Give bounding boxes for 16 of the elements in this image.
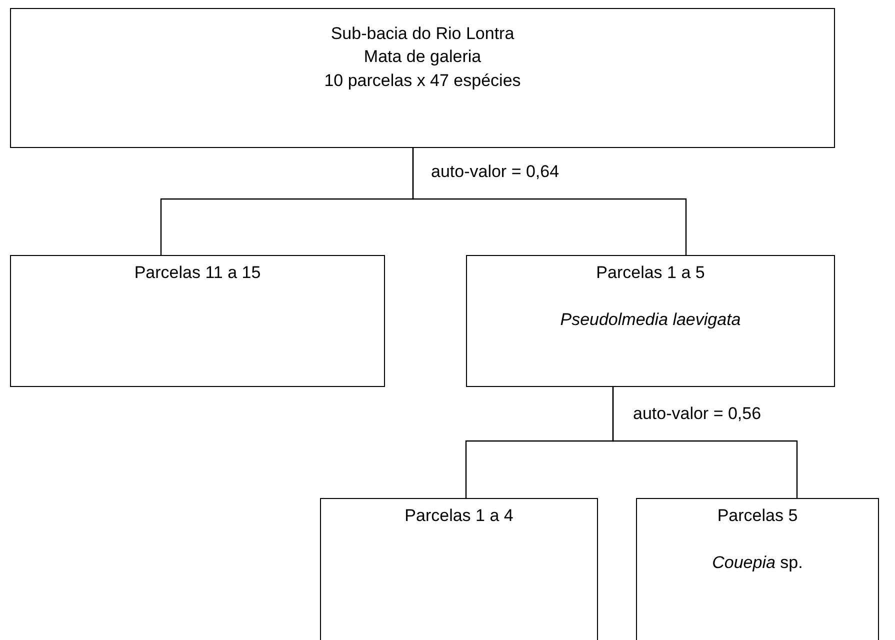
box-text: Couepia sp. (712, 552, 803, 574)
box-text: Parcelas 1 a 5 (596, 262, 705, 284)
text-box (466, 255, 835, 387)
box-text: 10 parcelas x 47 espécies (324, 70, 521, 92)
box-text: Parcelas 11 a 15 (134, 262, 261, 284)
box-text: Parcelas 1 a 4 (404, 505, 514, 527)
box-text: Parcelas 5 (717, 505, 798, 527)
text-box (636, 498, 879, 640)
text-box (10, 8, 835, 148)
text-box (10, 255, 385, 387)
connector-line (612, 387, 798, 498)
connector-line (412, 148, 687, 255)
text-box (320, 498, 598, 640)
box-text: Sub-bacia do Rio Lontra (330, 23, 514, 45)
box-text: Pseudolmedia laevigata (560, 309, 741, 331)
box-text: Mata de galeria (364, 46, 482, 68)
